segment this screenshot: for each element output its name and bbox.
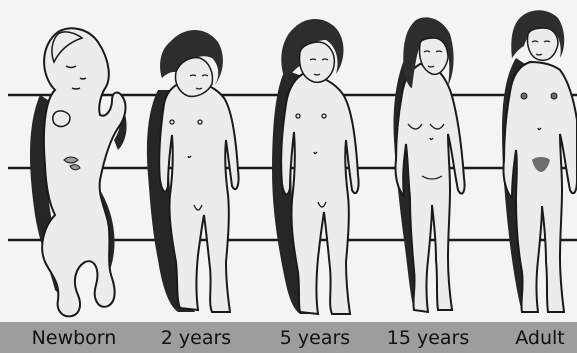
figure-adult <box>502 10 577 312</box>
figure-newborn <box>30 28 127 316</box>
figures-canvas <box>0 0 577 322</box>
figure-two-years <box>147 30 239 312</box>
label-newborn: Newborn <box>32 326 117 350</box>
newborn-body <box>42 28 125 316</box>
newborn-hand <box>53 111 70 127</box>
label-two-years: 2 years <box>161 326 231 350</box>
five-years-face <box>300 42 335 82</box>
adult-face <box>528 28 559 60</box>
two-years-face <box>176 58 213 97</box>
adult-left-nipple <box>521 93 527 99</box>
adult-right-nipple <box>551 93 557 99</box>
label-fifteen-years: 15 years <box>387 326 470 350</box>
figure-fifteen-years <box>393 17 464 312</box>
stage-label-bar: Newborn 2 years 5 years 15 years Adult <box>0 322 577 353</box>
label-adult: Adult <box>515 326 565 350</box>
label-five-years: 5 years <box>280 326 350 350</box>
figure-five-years <box>272 19 359 314</box>
